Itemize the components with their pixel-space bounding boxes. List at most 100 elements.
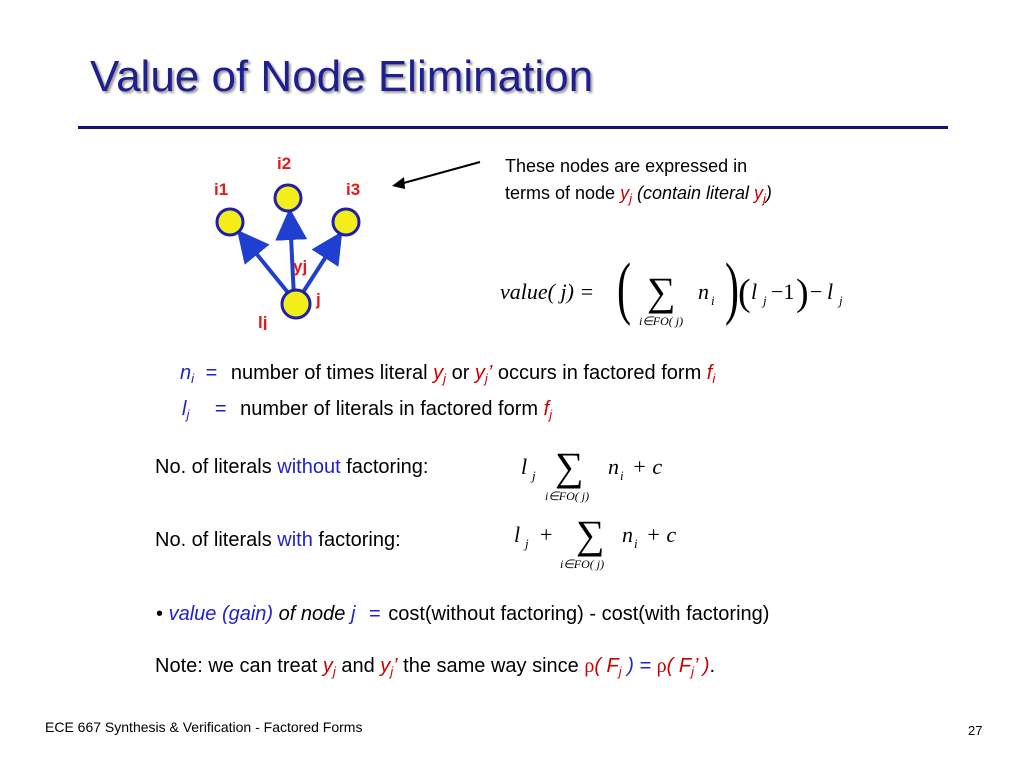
formula-l-sub: j [761, 293, 767, 308]
note-yprime-sub: j [390, 664, 394, 679]
node-diagram: i1 i2 i3 yj j lj [214, 154, 361, 330]
annotation-arrow [392, 161, 481, 189]
ni-text-a: number of times literal [230, 362, 434, 384]
lj-eq: = [214, 398, 227, 420]
with-l-sub: j [523, 536, 529, 551]
definition-lj: lj = number of literals in factored form… [182, 398, 552, 421]
with-sum: ∑ [576, 512, 605, 557]
edge-j-i3 [296, 231, 343, 302]
formula-sum: ∑ [647, 269, 676, 314]
without-sum: ∑ [555, 444, 584, 489]
note-rho-2: ρ [656, 655, 667, 677]
note-prefix: Note: we can treat [155, 655, 323, 677]
formula-n: n [698, 279, 709, 304]
without-n-sub: i [620, 468, 624, 483]
without-plus-c: + c [632, 454, 662, 479]
annotation-sub-j-2: j [763, 191, 766, 206]
without-n: n [608, 454, 619, 479]
formula-paren-open-2: ( [738, 272, 751, 314]
lj-text: number of literals in factored form [240, 398, 544, 420]
ni-y-sub: j [443, 371, 447, 386]
ni-sub: i [191, 371, 195, 386]
note-close-eq: ) = [621, 655, 657, 677]
with-n: n [622, 522, 633, 547]
note-open-2: ( F [666, 655, 692, 677]
annotation-y: y [620, 183, 630, 203]
note-close-2: ) [697, 655, 710, 677]
bullet-text: cost(without factoring) - cost(with fact… [388, 603, 770, 625]
bullet-j: j [350, 603, 356, 625]
page-number: 27 [968, 723, 983, 738]
node-j [280, 288, 312, 320]
note-prime-2: ’ [693, 655, 698, 677]
label-yj: yj [293, 257, 307, 276]
bullet-value-gain: value (gain) [168, 603, 274, 625]
value-formula: value( j) = ( ∑ i∈FO( j) n i ) ( l j −1 … [500, 250, 843, 328]
note-f-sub-2: j [691, 664, 694, 679]
lj-sub: j [186, 407, 190, 422]
lj-f: f [543, 398, 550, 420]
without-factoring-formula: l j ∑ i∈FO( j) n i + c [521, 444, 662, 503]
with-plus-c: + c [646, 522, 676, 547]
with-sum-index: i∈FO( j) [560, 557, 604, 571]
with-keyword: with [277, 529, 313, 551]
with-n-sub: i [634, 536, 638, 551]
lj-symbol: l [182, 398, 187, 420]
ni-symbol: n [180, 362, 192, 384]
note-mid: the same way since [397, 655, 585, 677]
with-label-b: factoring: [312, 529, 401, 551]
formula-l: l [751, 279, 757, 304]
note-and: and [335, 655, 381, 677]
formula-paren-close-2: ) [796, 272, 809, 314]
annotation-line-1: These nodes are expressed in [505, 156, 748, 176]
annotation-text: These nodes are expressed in terms of no… [505, 153, 772, 207]
without-keyword: without [277, 456, 341, 478]
ni-prime: ’ [487, 362, 493, 384]
formula-paren-open: ( [617, 250, 631, 326]
formula-minus-one: −1 [771, 279, 794, 304]
lj-f-sub: j [549, 407, 553, 422]
without-factoring-label: No. of literals without factoring: [155, 456, 428, 479]
annotation-close: ) [765, 183, 772, 203]
node-i2 [273, 183, 303, 213]
with-label-a: No. of literals [155, 529, 278, 551]
bullet-eq: = [368, 603, 381, 625]
formula-l-sub-2: j [837, 293, 843, 308]
edge-j-i1 [236, 229, 296, 302]
note-yprime: y [380, 655, 391, 677]
note-rho: ρ [584, 655, 595, 677]
ni-yprime: y [474, 362, 485, 384]
note-line: Note: we can treat yj and yj’ the same w… [155, 655, 715, 678]
ni-yprime-sub: j [484, 371, 488, 386]
label-i3: i3 [346, 180, 360, 199]
definition-ni: ni = number of times literal yj or yj’ o… [180, 362, 715, 385]
label-i1: i1 [214, 180, 228, 199]
bullet-dot: • [156, 603, 164, 625]
note-y-sub: j [332, 664, 336, 679]
note-y: y [322, 655, 333, 677]
ni-or: or [446, 362, 475, 384]
bullet-of-node: of node [273, 603, 351, 625]
without-l-sub: j [530, 468, 536, 483]
ni-text-b: occurs in factored form [492, 362, 707, 384]
formula-sum-index: i∈FO( j) [639, 314, 683, 328]
title-divider [78, 126, 948, 129]
with-plus: + [540, 522, 552, 547]
formula-paren-close: ) [725, 250, 739, 326]
with-factoring-formula: l j + ∑ i∈FO( j) n i + c [514, 512, 676, 571]
annotation-sub-j: j [629, 191, 632, 206]
note-open: ( F [594, 655, 619, 677]
annotation-prefix: terms of node [505, 183, 621, 203]
without-sum-index: i∈FO( j) [545, 489, 589, 503]
ni-y: y [433, 362, 444, 384]
edge-j-i2 [275, 208, 308, 299]
with-l: l [514, 522, 520, 547]
note-f-sub: j [618, 664, 622, 679]
annotation-y-2: y [754, 183, 764, 203]
footer-course: ECE 667 Synthesis & Verification - Facto… [45, 719, 363, 735]
node-i1 [215, 207, 245, 237]
note-period: . [709, 655, 716, 677]
formula-l-2: l [827, 279, 833, 304]
note-prime: ’ [393, 655, 398, 677]
without-l: l [521, 454, 527, 479]
